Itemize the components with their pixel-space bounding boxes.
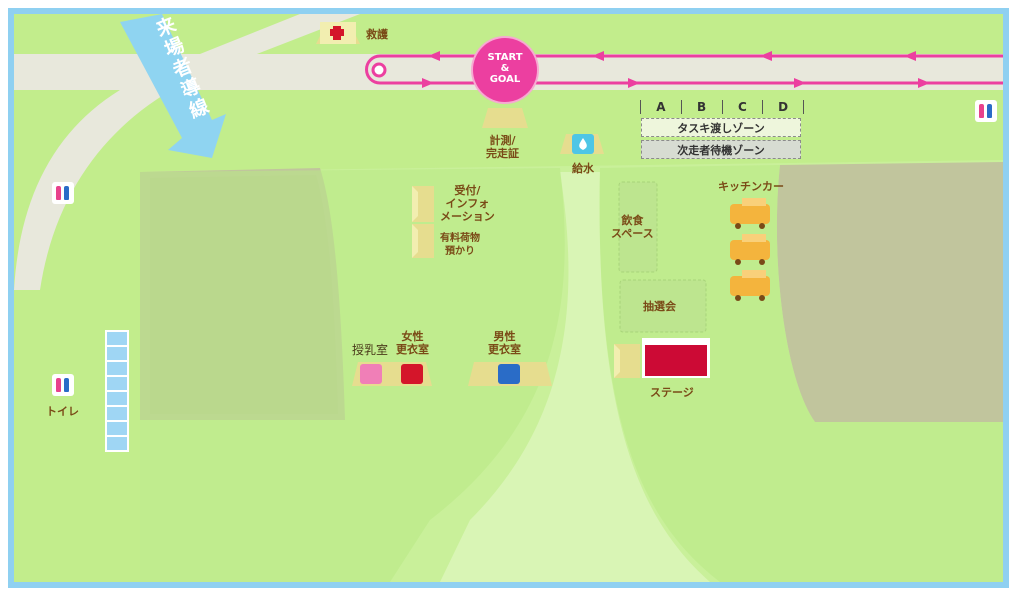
- nursing-room-label: 授乳室: [352, 343, 389, 357]
- zone-column-b: B: [680, 100, 722, 114]
- zone-column-c: C: [721, 100, 763, 114]
- portable-toilets: [105, 330, 129, 452]
- baggage-label: 有料荷物 預かり: [440, 232, 480, 258]
- kitchen-cars: [730, 198, 770, 301]
- toilet-icon: [52, 374, 74, 396]
- reception-label-line3: メーション: [440, 210, 495, 223]
- eating-space-line1: 飲食: [621, 214, 644, 227]
- stage: [614, 338, 710, 378]
- timing-label: 計測/ 完走証: [486, 134, 519, 160]
- zone-column-d: D: [762, 100, 804, 114]
- ampersand-label: &: [500, 63, 510, 74]
- rescue-label: 救護: [366, 28, 388, 41]
- waiting-zone: 次走者待機ゾーン: [641, 140, 801, 159]
- eating-space-label: 飲食 スペース: [611, 214, 654, 240]
- reception-label-line2: インフォ: [445, 197, 490, 210]
- water-label: 給水: [572, 162, 594, 175]
- arrival-arrow: [120, 14, 226, 158]
- central-path: [440, 172, 710, 582]
- female-changing-line2: 更衣室: [396, 343, 429, 356]
- male-changing-tent: [468, 362, 552, 386]
- reception-label-line1: 受付/: [454, 184, 481, 197]
- rescue-tent: [316, 22, 360, 44]
- goal-label: GOAL: [489, 74, 521, 85]
- toilet-icon: [52, 182, 74, 204]
- water-tent: [560, 134, 604, 154]
- start-label: START: [487, 52, 523, 63]
- stage-label: ステージ: [650, 386, 694, 399]
- right-field: [776, 162, 1003, 422]
- male-changing-line2: 更衣室: [488, 343, 521, 356]
- baggage-tent: [412, 224, 434, 258]
- timing-tent: [482, 108, 528, 128]
- female-changing-line1: 女性: [401, 330, 424, 343]
- timing-label-line1: 計測/: [489, 134, 516, 147]
- timing-label-line2: 完走証: [486, 147, 519, 160]
- male-changing-line1: 男性: [493, 330, 516, 343]
- reception-label: 受付/ インフォ メーション: [440, 184, 495, 223]
- lottery-label: 抽選会: [643, 300, 676, 313]
- lottery-area: [619, 279, 707, 333]
- start-goal-marker: START & GOAL: [473, 38, 537, 102]
- course-turn-marker: [371, 62, 387, 78]
- zone-columns: A B C D: [640, 100, 804, 114]
- zone-column-a: A: [640, 100, 681, 114]
- baggage-label-line1: 有料荷物: [440, 233, 480, 244]
- baggage-label-line2: 預かり: [445, 246, 475, 257]
- eating-space-line2: スペース: [611, 227, 654, 240]
- reception-tent: [412, 186, 434, 222]
- course-arrows: [422, 51, 930, 88]
- toilet-label: トイレ: [46, 405, 79, 418]
- toilet-icon: [975, 100, 997, 122]
- female-changing-label: 女性 更衣室: [396, 330, 429, 356]
- kitchen-car-label: キッチンカー: [718, 180, 784, 193]
- eating-space-area: [618, 181, 658, 273]
- nursing-changing-tent: [352, 362, 432, 386]
- relay-zone: タスキ渡しゾーン: [641, 118, 801, 137]
- male-changing-label: 男性 更衣室: [488, 330, 521, 356]
